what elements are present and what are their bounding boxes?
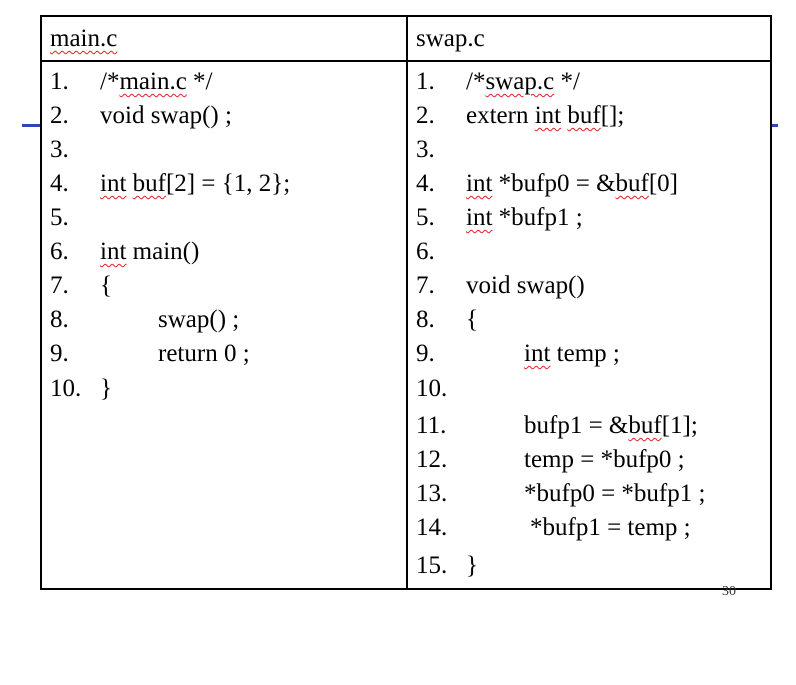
swap-c-line: 7. void swap() bbox=[416, 269, 766, 303]
code-text: *bufp0 = *bufp1 ; bbox=[524, 480, 706, 507]
line-number: 5. bbox=[50, 204, 69, 231]
code-text: int *bufp1 ; bbox=[466, 204, 583, 231]
code-text: void swap() bbox=[466, 272, 585, 299]
title-underline-left bbox=[22, 124, 42, 127]
swap-c-line: 14. *bufp1 = temp ; bbox=[416, 511, 766, 545]
line-number: 10. bbox=[416, 375, 448, 402]
code-text: *bufp1 = temp ; bbox=[530, 514, 691, 541]
spellcheck-squiggle: buf bbox=[628, 412, 662, 439]
code-text: return 0 ; bbox=[158, 340, 250, 367]
main-c-line: 1. /*main.c */ bbox=[50, 65, 400, 99]
code-text: extern int buf[]; bbox=[466, 102, 625, 129]
main-c-header-text: main.c bbox=[50, 25, 118, 52]
spellcheck-squiggle: int bbox=[100, 238, 127, 265]
line-number: 2. bbox=[50, 102, 69, 129]
code-text: void swap() ; bbox=[100, 102, 232, 129]
swap-c-line: 13. *bufp0 = *bufp1 ; bbox=[416, 477, 766, 511]
code-text: int main() bbox=[100, 238, 200, 265]
code-text: int temp ; bbox=[524, 340, 620, 367]
line-number: 15. bbox=[416, 552, 448, 579]
spellcheck-squiggle: buf bbox=[132, 170, 166, 197]
line-number: 6. bbox=[416, 238, 435, 265]
column-divider bbox=[406, 17, 408, 588]
code-text: temp = *bufp0 ; bbox=[524, 446, 685, 473]
line-number: 12. bbox=[416, 446, 448, 473]
swap-c-line: 10. bbox=[416, 372, 766, 406]
swap-c-line: 9. int temp ; bbox=[416, 337, 766, 371]
main-c-line: 7. { bbox=[50, 269, 400, 303]
swap-c-line: 1. /*swap.c */ bbox=[416, 65, 766, 99]
code-text: } bbox=[466, 552, 478, 579]
line-number: 9. bbox=[416, 340, 435, 367]
code-comparison-table: main.c swap.c 1. /*main.c */ 2. void swa… bbox=[40, 15, 772, 590]
line-number: 1. bbox=[50, 68, 69, 95]
line-number: 3. bbox=[50, 136, 69, 163]
spellcheck-squiggle: int bbox=[466, 204, 493, 231]
line-number: 2. bbox=[416, 102, 435, 129]
swap-c-line: 4. int *bufp0 = &buf[0] bbox=[416, 167, 766, 201]
spellcheck-squiggle: buf bbox=[567, 102, 601, 129]
line-number: 5. bbox=[416, 204, 435, 231]
main-c-line: 5. bbox=[50, 201, 400, 235]
main-c-line: 2. void swap() ; bbox=[50, 99, 400, 133]
line-number: 1. bbox=[416, 68, 435, 95]
line-number: 9. bbox=[50, 340, 69, 367]
line-number: 6. bbox=[50, 238, 69, 265]
code-text: { bbox=[100, 272, 112, 299]
code-text: /*main.c */ bbox=[100, 68, 213, 95]
swap-c-line: 3. bbox=[416, 133, 766, 167]
header-divider bbox=[42, 60, 770, 62]
main-c-line: 8. swap() ; bbox=[50, 303, 400, 337]
slide-page-number: 30 bbox=[722, 584, 736, 599]
spellcheck-squiggle: int bbox=[534, 102, 562, 129]
main-c-line: 4. int buf[2] = {1, 2}; bbox=[50, 167, 400, 201]
spellcheck-squiggle: main.c bbox=[119, 68, 187, 95]
swap-c-header: swap.c bbox=[416, 25, 485, 52]
swap-c-line: 15. } bbox=[416, 549, 766, 583]
line-number: 8. bbox=[416, 306, 435, 333]
line-number: 4. bbox=[416, 170, 435, 197]
spellcheck-squiggle: buf bbox=[615, 170, 649, 197]
code-text: { bbox=[466, 306, 478, 333]
title-underline-right bbox=[770, 124, 778, 127]
spellcheck-squiggle: int bbox=[100, 170, 127, 197]
line-number: 8. bbox=[50, 306, 69, 333]
line-number: 10. bbox=[50, 375, 82, 402]
line-number: 11. bbox=[416, 412, 447, 439]
swap-c-line: 2. extern int buf[]; bbox=[416, 99, 766, 133]
main-c-line: 10. } bbox=[50, 372, 400, 406]
swap-c-line: 8. { bbox=[416, 303, 766, 337]
line-number: 13. bbox=[416, 480, 448, 507]
spellcheck-squiggle: int bbox=[466, 170, 493, 197]
spellcheck-squiggle: int bbox=[524, 340, 551, 367]
code-text: swap() ; bbox=[158, 306, 240, 333]
main-c-line: 9. return 0 ; bbox=[50, 337, 400, 371]
swap-c-line: 6. bbox=[416, 235, 766, 269]
line-number: 7. bbox=[416, 272, 435, 299]
main-c-header: main.c bbox=[50, 25, 117, 53]
main-c-line: 6. int main() bbox=[50, 235, 400, 269]
swap-c-line: 12. temp = *bufp0 ; bbox=[416, 443, 766, 477]
line-number: 14. bbox=[416, 514, 448, 541]
code-text: int buf[2] = {1, 2}; bbox=[100, 170, 291, 197]
swap-c-line: 11. bufp1 = &buf[1]; bbox=[416, 409, 766, 443]
line-number: 3. bbox=[416, 136, 435, 163]
code-text: /*swap.c */ bbox=[466, 68, 580, 95]
line-number: 4. bbox=[50, 170, 69, 197]
spellcheck-squiggle: swap.c bbox=[485, 68, 555, 95]
code-text: int *bufp0 = &buf[0] bbox=[466, 170, 679, 197]
code-text: } bbox=[100, 375, 112, 402]
line-number: 7. bbox=[50, 272, 69, 299]
code-text: bufp1 = &buf[1]; bbox=[524, 412, 698, 439]
swap-c-line: 5. int *bufp1 ; bbox=[416, 201, 766, 235]
main-c-line: 3. bbox=[50, 133, 400, 167]
